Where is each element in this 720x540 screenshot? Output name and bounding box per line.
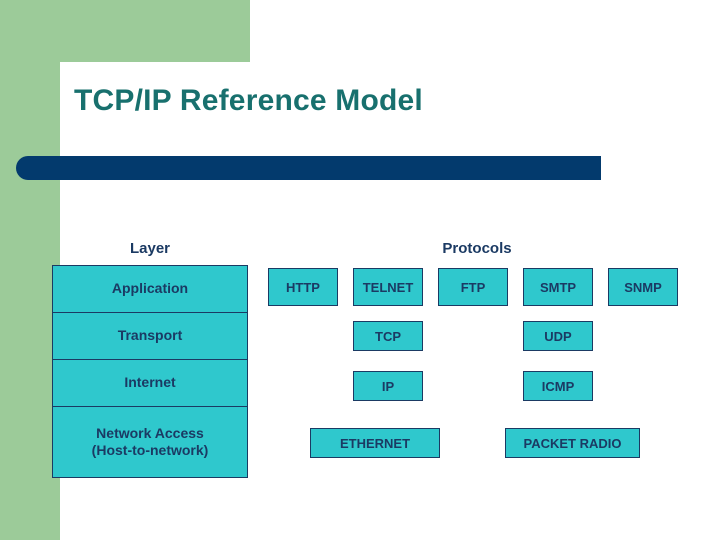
protocol-box-icmp: ICMP (523, 371, 593, 401)
protocol-box-tcp: TCP (353, 321, 423, 351)
layer-row-application: Application (53, 266, 247, 313)
page-title: TCP/IP Reference Model (74, 84, 423, 117)
layer-row-network-access-line1: Network Access (96, 424, 204, 441)
protocol-box-ethernet: ETHERNET (310, 428, 440, 458)
layer-row-transport: Transport (53, 313, 247, 360)
protocol-box-ip: IP (353, 371, 423, 401)
column-header-layer: Layer (129, 240, 171, 257)
layer-stack-table: Application Transport Internet Network A… (52, 265, 248, 478)
column-header-protocols: Protocols (442, 240, 512, 257)
layer-row-internet: Internet (53, 360, 247, 407)
layer-row-network-access: Network Access (Host-to-network) (53, 407, 247, 477)
protocol-box-udp: UDP (523, 321, 593, 351)
protocol-box-http: HTTP (268, 268, 338, 306)
decorative-green-sidebar (0, 0, 60, 540)
title-divider-bar (16, 156, 601, 180)
protocol-box-smtp: SMTP (523, 268, 593, 306)
protocol-box-telnet: TELNET (353, 268, 423, 306)
layer-row-network-access-line2: (Host-to-network) (91, 442, 209, 458)
protocol-box-packet-radio: PACKET RADIO (505, 428, 640, 458)
protocol-box-snmp: SNMP (608, 268, 678, 306)
protocol-box-ftp: FTP (438, 268, 508, 306)
